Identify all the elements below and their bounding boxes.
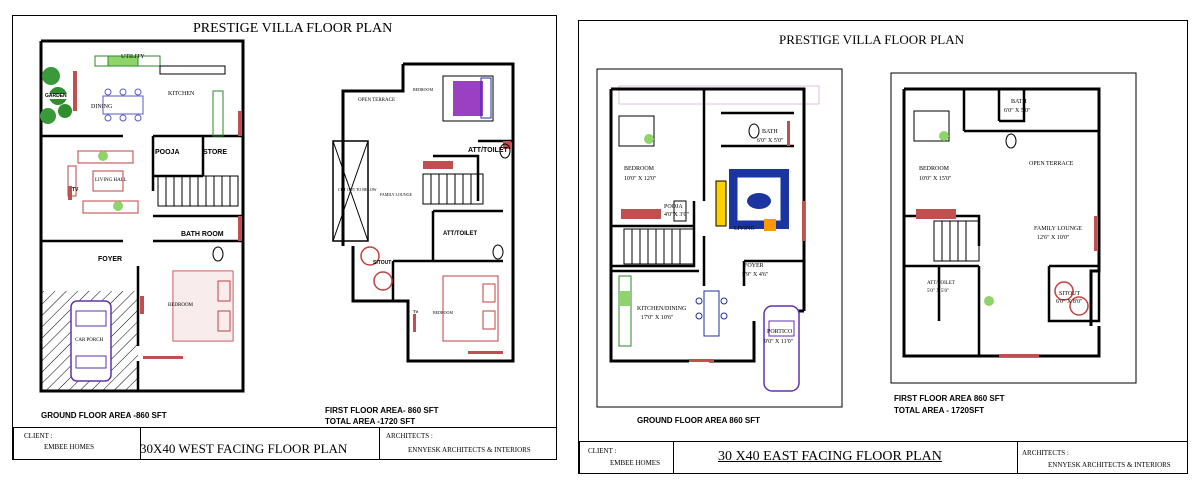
east-foyer-label: FOYER bbox=[744, 263, 764, 269]
west-ground-floor-plan bbox=[39, 39, 245, 393]
west-plan-title: 30X40 WEST FACING FLOOR PLAN bbox=[140, 441, 348, 456]
west-facing-sheet: PRESTIGE VILLA FLOOR PLAN bbox=[12, 15, 557, 460]
west-utility-label: UTILITY bbox=[121, 54, 145, 60]
east-bedroom-size: 10'0" X 12'0" bbox=[624, 176, 657, 182]
west-garden-label: GARDEN bbox=[45, 93, 67, 99]
east-bedroom-ff-size: 10'0" X 15'0" bbox=[919, 176, 952, 182]
east-foyer-size: 5'9" X 4'6" bbox=[742, 272, 769, 278]
east-att-toilet-size: 5'0" X 5'0" bbox=[927, 289, 949, 294]
east-open-terrace-label: OPEN TERRACE bbox=[1029, 161, 1074, 167]
east-bedroom-label: BEDROOM bbox=[624, 166, 655, 172]
east-bath-size: 6'0" X 5'0" bbox=[757, 138, 784, 144]
east-plan-title: 30 X40 EAST FACING FLOOR PLAN bbox=[718, 449, 942, 464]
west-bedroom-ff2-label: BEDROOM bbox=[433, 310, 454, 315]
east-first-floor-plan bbox=[890, 72, 1137, 384]
east-sheet-title: PRESTIGE VILLA FLOOR PLAN bbox=[779, 32, 965, 47]
west-architects-label: ARCHITECTS : bbox=[386, 432, 433, 440]
west-sheet-title: PRESTIGE VILLA FLOOR PLAN bbox=[193, 21, 393, 36]
west-first-area: FIRST FLOOR AREA- 860 SFT bbox=[325, 406, 439, 415]
west-tv2-label: TV bbox=[413, 309, 419, 314]
east-architects-label: ARCHITECTS : bbox=[1022, 449, 1069, 457]
west-tv-label: TV bbox=[72, 187, 79, 193]
east-architects-box: ARCHITECTS : ENNYESK ARCHITECTS & INTERI… bbox=[1017, 441, 1188, 474]
east-kitchen-label: KITCHEN/DINING bbox=[637, 306, 687, 312]
west-bedroom-label: BEDROOM bbox=[168, 303, 194, 308]
east-ground-area: GROUND FLOOR AREA 860 SFT bbox=[637, 416, 760, 425]
east-ground-floor-plan bbox=[596, 68, 843, 408]
west-first-floor-plan bbox=[332, 62, 515, 363]
east-bath-ff-size: 6'0" X 5'0" bbox=[1004, 108, 1031, 114]
east-pooja-label: POOJA bbox=[664, 204, 683, 210]
east-portico-size: 9'0" X 11'0" bbox=[764, 339, 794, 345]
east-facing-sheet: PRESTIGE VILLA FLOOR PLAN bbox=[578, 20, 1188, 474]
east-total-area: TOTAL AREA - 1720SFT bbox=[894, 406, 985, 415]
east-family-lounge-label: FAMILY LOUNGE bbox=[1034, 226, 1082, 232]
east-architects-name: ENNYESK ARCHITECTS & INTERIORS bbox=[1048, 461, 1171, 469]
east-kitchen-size: 17'0" X 10'6" bbox=[641, 315, 674, 321]
east-first-area: FIRST FLOOR AREA 860 SFT bbox=[894, 394, 1005, 403]
east-portico-label: PORTICO bbox=[767, 329, 793, 335]
west-plan-title-box: 30X40 WEST FACING FLOOR PLAN bbox=[140, 427, 380, 460]
east-plan-title-box: 30 X40 EAST FACING FLOOR PLAN bbox=[673, 441, 1018, 474]
east-client-name: EMBEE HOMES bbox=[610, 459, 660, 467]
west-att-toilet2-label: ATT/TOILET bbox=[443, 231, 478, 237]
west-att-toilet-label: ATT/TOILET bbox=[468, 147, 508, 154]
east-family-lounge-size: 12'6" X 10'0" bbox=[1037, 235, 1070, 241]
west-dining-label: DINING bbox=[91, 104, 113, 110]
west-pooja-label: POOJA bbox=[155, 149, 180, 156]
west-car-porch-label: CAR PORCH bbox=[75, 338, 104, 343]
east-client-label: CLIENT : bbox=[588, 447, 617, 455]
east-bath-label: BATH bbox=[762, 129, 778, 135]
west-client-label: CLIENT : bbox=[24, 432, 53, 440]
west-client-name: EMBEE HOMES bbox=[44, 443, 94, 451]
east-client-box: CLIENT : EMBEE HOMES bbox=[579, 441, 674, 474]
east-bath-ff-label: BATH bbox=[1011, 99, 1027, 105]
east-pooja-size: 4'0"X 3'0" bbox=[664, 212, 689, 218]
west-architects-box: ARCHITECTS : ENNYESK ARCHITECTS & INTERI… bbox=[379, 427, 557, 460]
east-sitout-size: 6'0" X 8'0" bbox=[1056, 299, 1083, 305]
west-bath-label: BATH ROOM bbox=[181, 231, 224, 238]
west-living-label: LIVING HALL bbox=[95, 178, 127, 183]
east-bedroom-ff-label: BEDROOM bbox=[919, 166, 950, 172]
west-total-area: TOTAL AREA -1720 SFT bbox=[325, 417, 416, 426]
west-cutout-label: CUT OUT TO BELOW bbox=[338, 187, 377, 192]
west-ground-area: GROUND FLOOR AREA -860 SFT bbox=[41, 411, 167, 420]
west-architects-name: ENNYESK ARCHITECTS & INTERIORS bbox=[408, 446, 531, 454]
west-kitchen-label: KITCHEN bbox=[168, 91, 195, 97]
west-foyer-label: FOYER bbox=[98, 256, 123, 263]
west-store-label: STORE bbox=[203, 149, 227, 156]
west-family-lounge-label: FAMILY LOUNGE bbox=[380, 192, 412, 197]
west-sitout-label: SITOUT bbox=[373, 260, 392, 266]
west-bedroom-ff-label: BEDROOM bbox=[413, 87, 434, 92]
west-client-box: CLIENT : EMBEE HOMES bbox=[13, 427, 141, 460]
east-living-label: LIVING bbox=[734, 226, 755, 232]
east-sitout-label: SITOUT bbox=[1059, 291, 1081, 297]
west-open-terrace-label: OPEN TERRACE bbox=[358, 98, 395, 103]
east-att-toilet-label: ATT/TOILET bbox=[927, 281, 955, 286]
